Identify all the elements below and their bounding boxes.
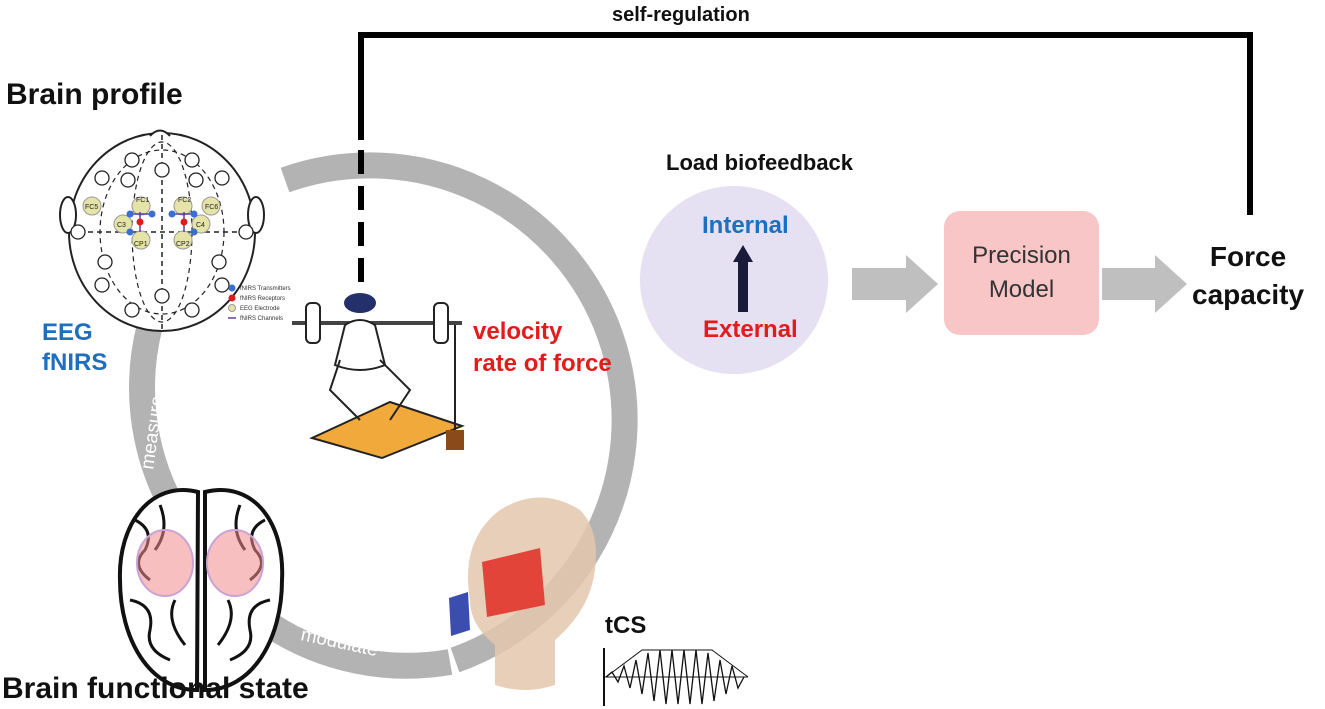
electrode-label-c3: C3 (117, 222, 126, 229)
method-labels: EEG fNIRS (42, 318, 107, 378)
electrode-label-fc6: FC6 (205, 204, 218, 211)
electrode-label-fc2: FC2 (178, 197, 191, 204)
precision-model-box: Precision Model (944, 211, 1099, 335)
precision-model-line1: Precision (972, 242, 1071, 269)
eeg-label: EEG (42, 319, 93, 346)
electrode-label-fc1: FC1 (136, 197, 149, 204)
internal-arrow-head (733, 245, 753, 262)
load-biofeedback-title: Load biofeedback (666, 150, 854, 175)
electrode-label-c4: C4 (196, 222, 205, 229)
force-capacity-line1: Force (1209, 241, 1287, 272)
tcs-waveform-icon (603, 648, 749, 706)
precision-model-line2: Model (988, 276, 1055, 303)
fnirs-label: fNIRS (42, 349, 108, 376)
force-capacity-label: Force capacity (1192, 238, 1304, 314)
electrode-label-fc5: FC5 (85, 204, 98, 211)
legend-item: fNIRS Channels (240, 316, 283, 322)
legend-item: fNIRS Receptors (240, 296, 285, 302)
brain-functional-state-title: Brain functional state (2, 672, 309, 705)
tcs-label: tCS (605, 612, 647, 639)
exercise-metrics: velocity rate of force (473, 316, 612, 380)
velocity-label: velocity (473, 318, 563, 345)
internal-label: Internal (702, 212, 789, 239)
brain-profile-title: Brain profile (6, 78, 183, 111)
self-regulation-label: self-regulation (612, 4, 750, 26)
cycle-ring-bottom (262, 614, 453, 679)
electrode-label-cp1: CP1 (134, 241, 148, 248)
load-biofeedback-circle (640, 186, 828, 374)
arrow-to-model (852, 255, 938, 313)
rate-of-force-label: rate of force (473, 350, 612, 377)
external-label: External (703, 316, 798, 343)
tcs-head-icon (449, 497, 596, 690)
legend-item: EEG Electrode (240, 306, 280, 312)
self-regulation-line (358, 32, 1253, 215)
electrode-label-cp2: CP2 (176, 241, 190, 248)
internal-arrow-shaft (738, 262, 748, 312)
squat-lifter-icon (292, 293, 465, 460)
brain-icon (117, 488, 285, 693)
arrow-to-force (1102, 255, 1187, 313)
force-capacity-line2: capacity (1192, 279, 1305, 310)
legend-item: fNIRS Transmitters (240, 286, 291, 292)
